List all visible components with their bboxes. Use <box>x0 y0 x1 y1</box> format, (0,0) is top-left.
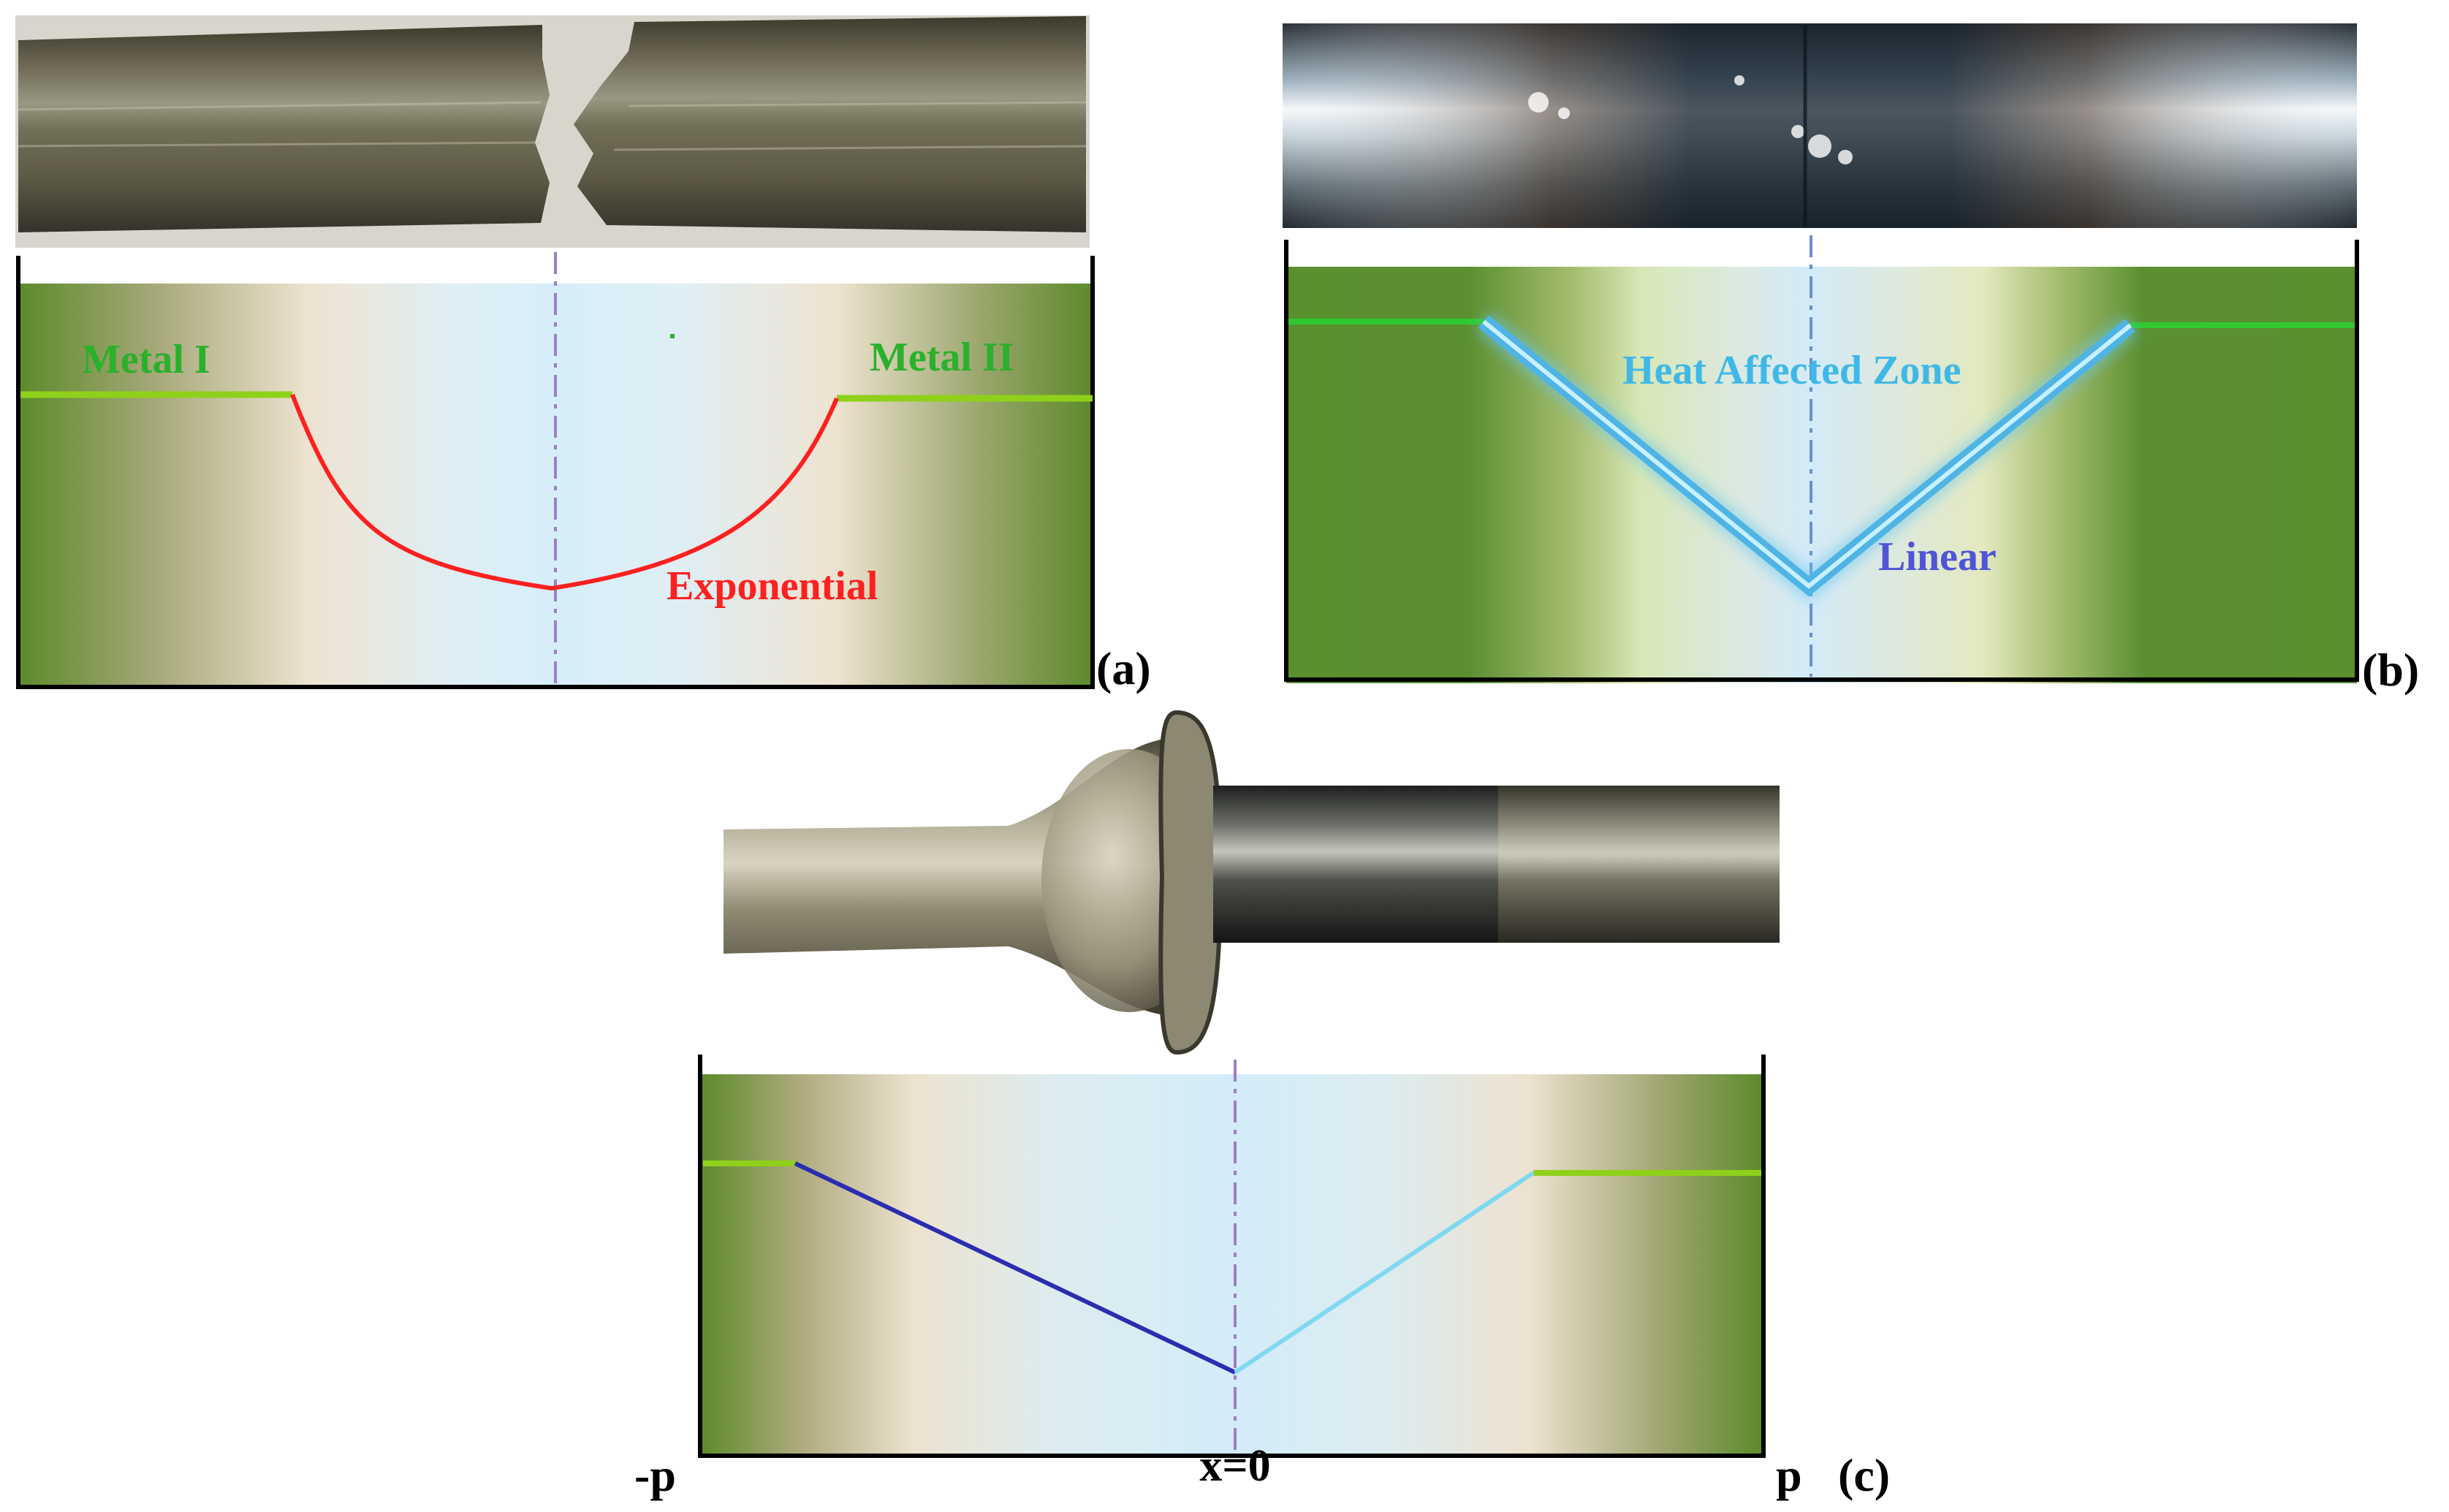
profile-plot-b: Heat Affected Zone Linear <box>1284 235 2359 683</box>
center-label: x=0 <box>1199 1441 1270 1491</box>
panel-a: Metal I Metal II Exponential (a) <box>15 15 1151 694</box>
metal-2-label: Metal II <box>870 335 1014 380</box>
broken-rod-photo <box>15 15 1090 248</box>
flanged-rod-photo <box>724 710 1780 1055</box>
profile-plot-c <box>698 1055 1766 1458</box>
left-bound-label: -p <box>634 1449 676 1501</box>
welded-rod-photo <box>1283 23 2357 228</box>
linear-line-right <box>1234 1171 1535 1375</box>
plot-frame <box>1284 240 2359 682</box>
haz-label: Heat Affected Zone <box>1622 348 1961 393</box>
plot-frame <box>16 256 1095 689</box>
linear-label: Linear <box>1878 534 1997 580</box>
exponential-profile-line <box>290 393 839 591</box>
linear-profile-line <box>1482 319 2132 589</box>
plot-frame <box>698 1055 1766 1458</box>
metal-1-label: Metal I <box>82 337 210 382</box>
right-bound-label: p <box>1776 1449 1802 1501</box>
panel-b-label: (b) <box>2362 644 2419 696</box>
linear-line-left <box>794 1161 1237 1375</box>
panel-c-label: (c) <box>1838 1449 1890 1501</box>
profile-plot-a: Metal I Metal II Exponential <box>16 252 1095 689</box>
panel-b: Heat Affected Zone Linear (b) <box>1283 23 2419 696</box>
exponential-label: Exponential <box>667 563 878 609</box>
panel-c: -p x=0 p (c) <box>634 710 1890 1501</box>
panel-a-label: (a) <box>1096 642 1151 694</box>
